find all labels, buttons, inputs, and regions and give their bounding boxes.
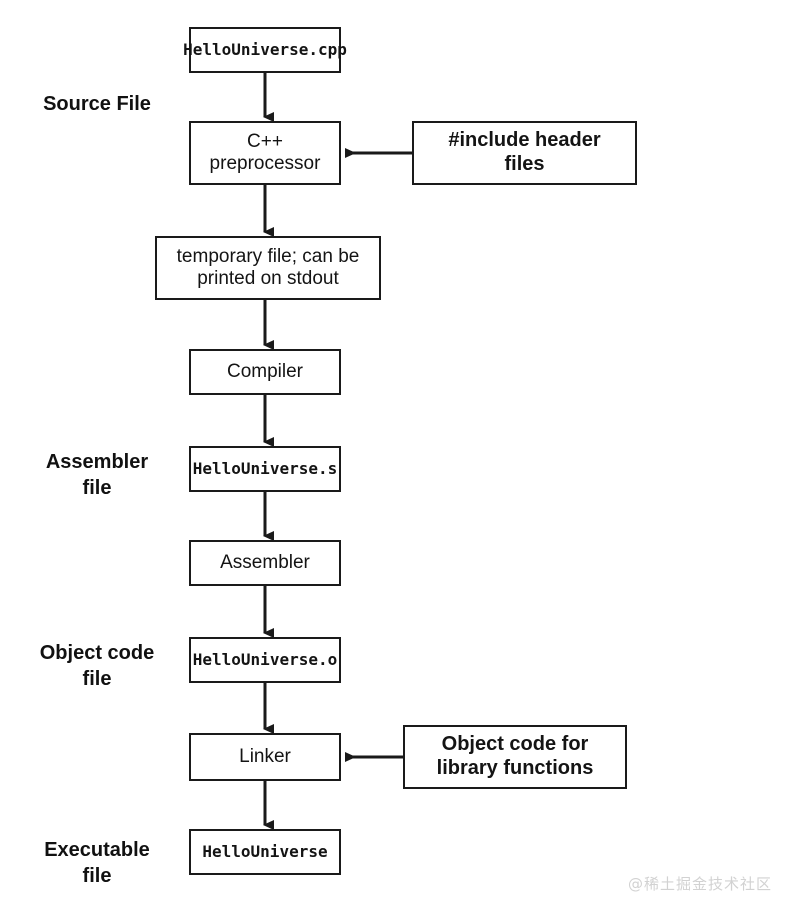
node-hellouniverse-o[interactable]: HelloUniverse.o [189,637,341,683]
node-label: HelloUniverse [202,841,328,861]
node-hellouniverse-s[interactable]: HelloUniverse.s [189,446,341,492]
watermark: @稀土掘金技术社区 [627,875,772,893]
node-label: Linker [239,745,291,767]
node-label: C++ preprocessor [209,130,321,174]
stage-label-executable-file: Executable file [44,839,150,887]
node-cpp-preprocessor[interactable]: C++ preprocessor [189,121,341,185]
node-include-header-files[interactable]: #include header files [412,121,637,185]
node-label: temporary file; can be printed on stdout [176,245,360,289]
node-label: #include header files [448,129,601,175]
node-assembler[interactable]: Assembler [189,540,341,586]
stage-label-object-code-file: Object code file [39,642,155,690]
node-label: Compiler [226,360,304,382]
node-object-code-library[interactable]: Object code for library functions [403,725,627,789]
node-label: HelloUniverse.cpp [183,39,347,59]
node-compiler[interactable]: Compiler [189,349,341,395]
node-label: Assembler [220,551,310,573]
node-label: HelloUniverse.s [192,458,338,478]
node-hellouniverse-exe[interactable]: HelloUniverse [189,829,341,875]
node-label: HelloUniverse.o [192,649,338,669]
node-label: Object code for library functions [436,733,594,779]
node-hellouniverse-cpp[interactable]: HelloUniverse.cpp [183,27,347,73]
node-temporary-file[interactable]: temporary file; can be printed on stdout [155,236,381,300]
stage-label-assembler-file: Assembler file [45,451,149,499]
stage-label-source-file: Source File [43,93,151,115]
node-linker[interactable]: Linker [189,733,341,781]
